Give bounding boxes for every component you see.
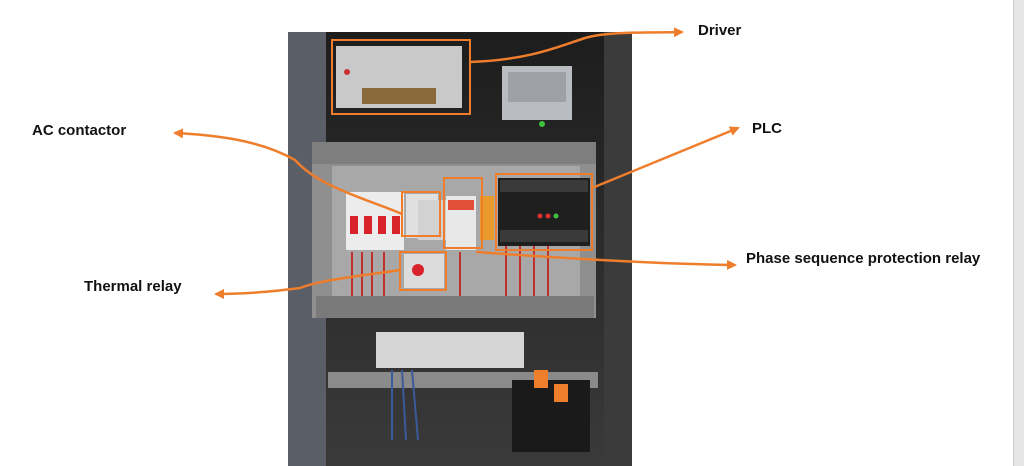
plc-status-led: [545, 213, 551, 219]
driver-highlight: [331, 39, 471, 115]
driver-label: Driver: [698, 22, 742, 39]
power-supply-grille: [508, 72, 566, 102]
plc-status-led: [537, 213, 543, 219]
phase-relay-highlight: [443, 177, 483, 249]
plc-arrow: [591, 126, 740, 190]
din-rail-top: [312, 142, 596, 164]
din-rail-bottom: [316, 296, 594, 318]
lower-wiring: [391, 369, 419, 441]
thermal-relay-arrow: [214, 268, 401, 299]
plc-terminal-strip: [500, 230, 588, 242]
power-led: [539, 121, 545, 127]
phase-sequence-protection-relay-label: Phase sequence protection relay: [746, 250, 981, 267]
plc-status-led: [553, 213, 559, 219]
breaker-handle: [392, 216, 400, 234]
thermal-relay-dial: [412, 264, 424, 276]
driver-terminals: [362, 88, 436, 104]
driver-led: [344, 69, 350, 75]
breaker-handle: [364, 216, 372, 234]
terminal-block: [480, 196, 494, 240]
cabinet-right-wall: [604, 32, 632, 466]
breaker-handle: [378, 216, 386, 234]
transformer-terminal: [554, 384, 568, 402]
plc-label: PLC: [752, 120, 782, 137]
plc-highlight: [495, 173, 593, 251]
ac-contactor-arrow: [173, 128, 403, 216]
transformer: [512, 380, 590, 452]
phase-relay-arrow: [475, 250, 737, 270]
breaker-handle: [350, 216, 358, 234]
phase-relay-tag: [448, 200, 474, 210]
annotation-arrows: [173, 27, 740, 299]
plc-terminal-strip: [500, 180, 588, 192]
right-edge-strip: [1013, 0, 1024, 466]
lower-terminal-strip: [376, 332, 524, 368]
thermal-relay-body: [404, 254, 444, 288]
transformer-terminal: [534, 370, 548, 388]
driver-arrow: [469, 27, 684, 64]
thermal-relay-label: Thermal relay: [84, 278, 182, 295]
ac-contactor-label: AC contactor: [32, 122, 127, 139]
